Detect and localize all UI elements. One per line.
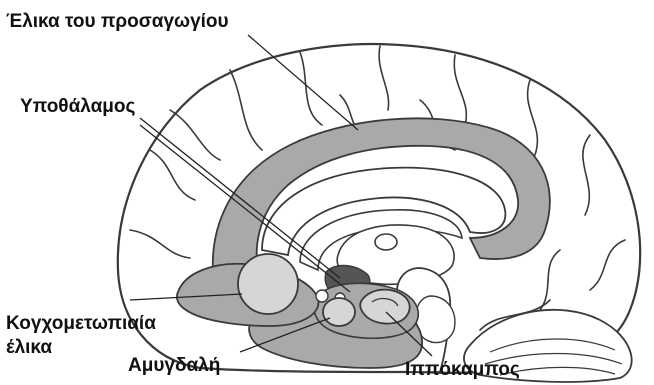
mammillary-body	[316, 290, 328, 302]
label-orbitofrontal-line2: έλικα	[6, 338, 52, 358]
label-hypothalamus: Υποθάλαμος	[20, 97, 135, 117]
label-amygdala: Αμυγδαλή	[128, 356, 220, 376]
interthalamic-adhesion	[375, 234, 397, 250]
label-cingulate-gyrus: Έλικα του προσαγωγίου	[6, 12, 229, 32]
hippocampus	[360, 290, 409, 324]
septal-region	[238, 254, 298, 314]
amygdala	[323, 298, 355, 326]
label-hippocampus: Ιππόκαμπος	[405, 360, 520, 380]
label-orbitofrontal-line1: Κογχομετωπιαία	[6, 314, 156, 334]
